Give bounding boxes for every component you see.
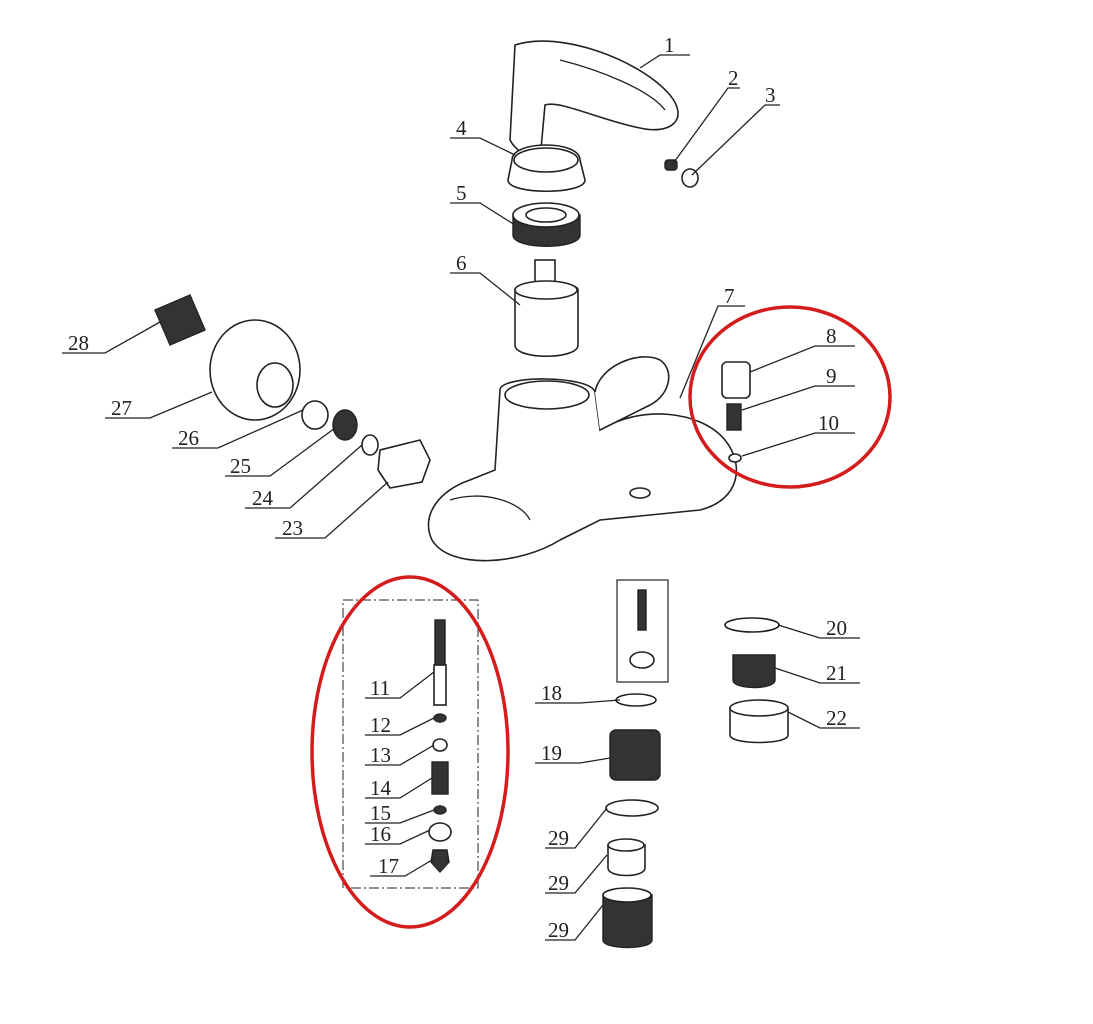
part-body [427,356,738,562]
label-18: 18 [541,681,562,705]
part-valve-stem-group [428,619,452,874]
highlight-valve-group [310,575,510,929]
label-5: 5 [456,181,467,205]
part-labels: 1 2 3 4 5 6 7 8 9 10 11 12 13 14 15 16 1… [68,33,847,942]
label-29-middle: 29 [548,871,569,895]
label-2: 2 [728,66,739,90]
label-3: 3 [765,83,776,107]
part-spout-diverter [602,579,669,949]
label-16: 16 [370,822,391,846]
label-9: 9 [826,364,837,388]
part-nut [512,202,581,247]
label-29-top: 29 [548,826,569,850]
label-29-bottom: 29 [548,918,569,942]
label-1: 1 [664,33,675,57]
label-13: 13 [370,743,391,767]
label-20: 20 [826,616,847,640]
label-12: 12 [370,713,391,737]
label-26: 26 [178,426,199,450]
label-10: 10 [818,411,839,435]
label-24: 24 [252,486,274,510]
label-23: 23 [282,516,303,540]
label-6: 6 [456,251,467,275]
leader-lines [62,54,860,941]
label-28: 28 [68,331,89,355]
label-7: 7 [724,284,735,308]
part-cover-bell [507,144,586,192]
label-17: 17 [378,854,399,878]
label-14: 14 [370,776,392,800]
label-27: 27 [111,396,132,420]
label-11: 11 [370,676,390,700]
label-25: 25 [230,454,251,478]
part-eccentric-union [154,294,431,489]
part-cartridge [514,259,579,358]
label-4: 4 [456,116,467,140]
assembly-boundary [342,599,479,889]
part-diverter-knob [721,361,751,463]
part-aerator [724,617,789,744]
label-21: 21 [826,661,847,685]
label-8: 8 [826,324,837,348]
label-19: 19 [541,741,562,765]
label-15: 15 [370,801,391,825]
label-22: 22 [826,706,847,730]
highlight-diverter-group [688,305,892,489]
